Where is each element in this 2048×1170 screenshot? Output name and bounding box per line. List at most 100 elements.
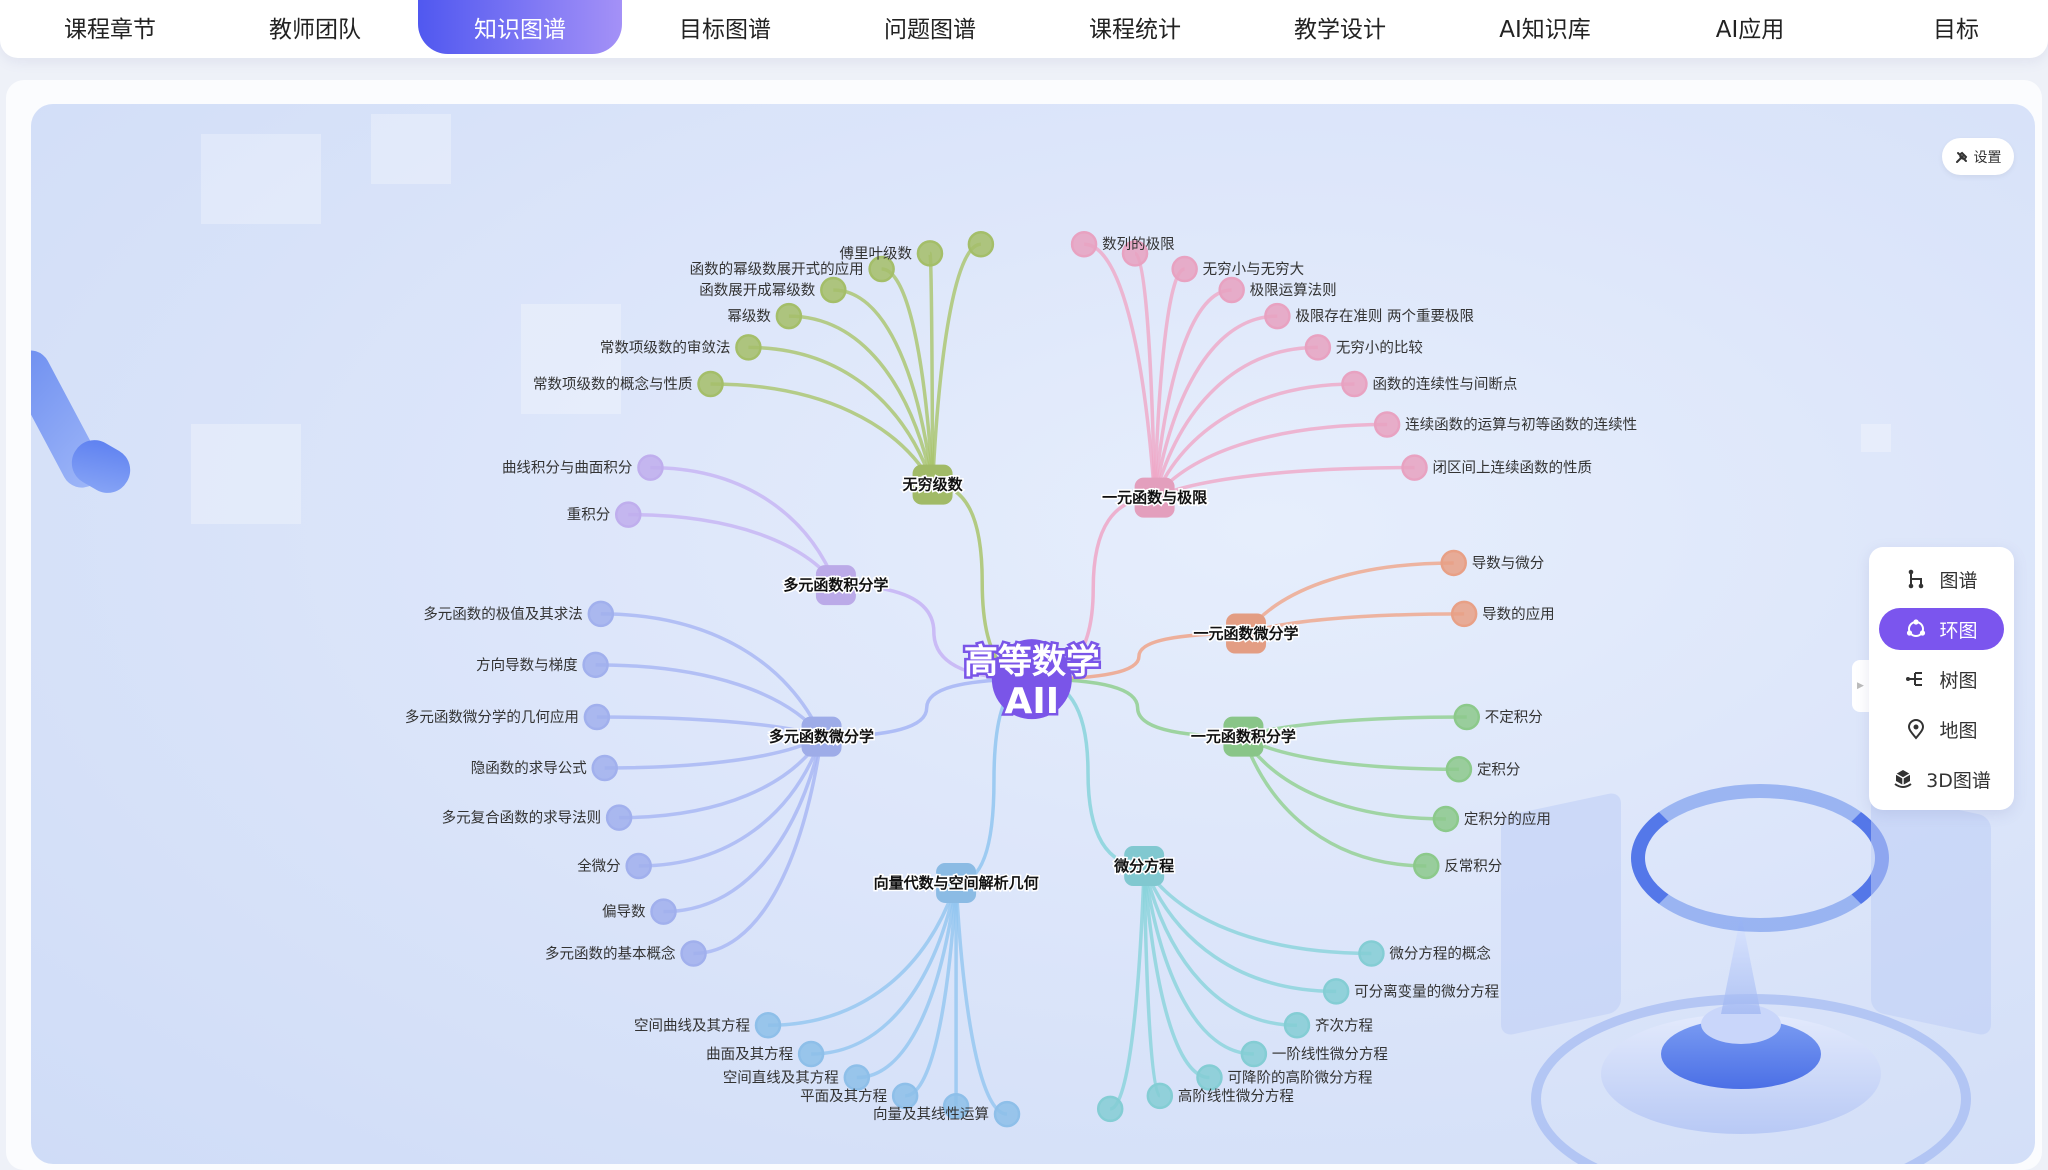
leaf-label[interactable]: 函数展开成幂级数 xyxy=(699,282,815,299)
view-graph[interactable]: 图谱 xyxy=(1879,558,2004,600)
leaf-node[interactable] xyxy=(967,230,995,258)
leaf-label[interactable]: 傅里叶级数 xyxy=(839,245,912,262)
tab-7[interactable]: 教学设计 xyxy=(1294,17,1386,43)
category-node[interactable] xyxy=(1226,613,1267,654)
leaf-node[interactable] xyxy=(1373,411,1401,438)
leaf-label[interactable]: 空间直线及其方程 xyxy=(723,1070,839,1087)
category-node[interactable] xyxy=(1124,845,1165,886)
leaf-label[interactable]: 平面及其方程 xyxy=(800,1088,887,1105)
leaf-node[interactable] xyxy=(1358,940,1385,967)
leaf-node[interactable] xyxy=(614,501,642,528)
leaf-label[interactable]: 数列的极限 xyxy=(1102,236,1175,253)
leaf-label[interactable]: 向量及其线性运算 xyxy=(873,1106,989,1123)
leaf-label[interactable]: 幂级数 xyxy=(727,308,771,325)
leaf-label[interactable]: 常数项级数的审敛法 xyxy=(600,339,731,356)
leaf-node[interactable] xyxy=(1445,756,1473,783)
leaf-node[interactable] xyxy=(605,804,633,831)
leaf-node[interactable] xyxy=(1240,1040,1268,1068)
category-label[interactable]: 微分方程 xyxy=(1112,855,1176,876)
tab-1[interactable]: 课程章节 xyxy=(64,17,156,43)
category-node[interactable] xyxy=(936,862,977,903)
leaf-label[interactable]: 反常积分 xyxy=(1444,858,1502,875)
leaf-node[interactable] xyxy=(1322,978,1350,1005)
leaf-label[interactable]: 齐次方程 xyxy=(1315,1017,1373,1034)
collapse-panel-handle[interactable]: ▶ xyxy=(1852,660,1869,712)
center-node[interactable] xyxy=(991,639,1072,720)
leaf-label[interactable]: 微分方程的概念 xyxy=(1389,944,1491,962)
leaf-label[interactable]: 偏导数 xyxy=(602,904,646,921)
leaf-node[interactable] xyxy=(891,1082,919,1110)
leaf-node[interactable] xyxy=(1453,703,1481,731)
leaf-node[interactable] xyxy=(1121,240,1149,267)
category-label[interactable]: 一元函数与极限 xyxy=(1101,487,1209,508)
leaf-label[interactable]: 导数的应用 xyxy=(1482,605,1555,623)
tab-5[interactable]: 问题图谱 xyxy=(884,17,976,43)
leaf-node[interactable] xyxy=(583,703,611,731)
category-label[interactable]: 多元函数积分学 xyxy=(782,575,890,596)
leaf-label[interactable]: 高阶线性微分方程 xyxy=(1178,1088,1294,1105)
leaf-node[interactable] xyxy=(1218,276,1245,304)
view-tree[interactable]: 树图 xyxy=(1879,658,2004,700)
leaf-node[interactable] xyxy=(1146,1082,1174,1110)
category-label[interactable]: 一元函数微分学 xyxy=(1192,623,1300,644)
view-3d[interactable]: 3D图谱 xyxy=(1879,758,2004,800)
leaf-node[interactable] xyxy=(843,1064,871,1091)
leaf-node[interactable] xyxy=(637,454,664,481)
tab-8[interactable]: AI知识库 xyxy=(1499,17,1591,43)
leaf-node[interactable] xyxy=(820,276,847,304)
category-node[interactable] xyxy=(1134,477,1175,518)
leaf-node[interactable] xyxy=(650,898,677,925)
leaf-label[interactable]: 函数的连续性与间断点 xyxy=(1372,376,1517,393)
leaf-node[interactable] xyxy=(587,600,615,628)
leaf-label[interactable]: 定积分 xyxy=(1477,761,1521,778)
leaf-node[interactable] xyxy=(1096,1095,1124,1123)
category-node[interactable] xyxy=(801,716,842,757)
leaf-label[interactable]: 无穷小的比较 xyxy=(1336,338,1423,356)
leaf-label[interactable]: 重积分 xyxy=(567,507,611,524)
tab-2[interactable]: 教师团队 xyxy=(269,17,361,43)
leaf-node[interactable] xyxy=(775,302,803,330)
leaf-label[interactable]: 极限存在准则 两个重要极限 xyxy=(1295,308,1474,325)
tab-9[interactable]: AI应用 xyxy=(1715,17,1785,43)
leaf-node[interactable] xyxy=(1450,600,1478,628)
leaf-label[interactable]: 可分离变量的微分方程 xyxy=(1354,983,1499,1000)
leaf-label[interactable]: 多元复合函数的求导法则 xyxy=(442,809,602,827)
category-node[interactable] xyxy=(815,565,856,606)
tab-6[interactable]: 课程统计 xyxy=(1089,17,1181,43)
view-map[interactable]: 地图 xyxy=(1879,708,2004,750)
leaf-node[interactable] xyxy=(582,651,609,679)
leaf-node[interactable] xyxy=(1264,302,1291,330)
leaf-label[interactable]: 闭区间上连续函数的性质 xyxy=(1433,460,1593,477)
leaf-node[interactable] xyxy=(591,754,618,782)
leaf-label[interactable]: 曲面及其方程 xyxy=(706,1046,793,1063)
leaf-node[interactable] xyxy=(1070,230,1098,258)
leaf-label[interactable]: 多元函数微分学的几何应用 xyxy=(405,708,579,726)
leaf-node[interactable] xyxy=(916,240,944,267)
leaf-node[interactable] xyxy=(1283,1012,1311,1039)
tab-4[interactable]: 目标图谱 xyxy=(679,17,771,43)
leaf-node[interactable] xyxy=(1171,255,1198,283)
leaf-label[interactable]: 可降阶的高阶微分方程 xyxy=(1227,1070,1372,1087)
leaf-node[interactable] xyxy=(942,1093,970,1120)
leaf-node[interactable] xyxy=(754,1012,782,1039)
leaf-node[interactable] xyxy=(1432,805,1460,833)
leaf-label[interactable]: 空间曲线及其方程 xyxy=(634,1017,750,1034)
category-label[interactable]: 无穷级数 xyxy=(900,474,965,495)
tab-10[interactable]: 目标 xyxy=(1933,17,1979,43)
leaf-label[interactable]: 一阶线性微分方程 xyxy=(1272,1046,1388,1063)
leaf-label[interactable]: 定积分的应用 xyxy=(1464,810,1551,828)
leaf-node[interactable] xyxy=(797,1040,825,1068)
leaf-node[interactable] xyxy=(868,255,895,283)
leaf-label[interactable]: 全微分 xyxy=(577,857,621,875)
view-ring[interactable]: 环图 xyxy=(1879,608,2004,650)
leaf-label[interactable]: 导数与微分 xyxy=(1472,555,1545,572)
leaf-label[interactable]: 不定积分 xyxy=(1485,709,1543,726)
leaf-label[interactable]: 常数项级数的概念与性质 xyxy=(533,375,693,393)
category-label[interactable]: 向量代数与空间解析几何 xyxy=(872,872,1040,893)
leaf-node[interactable] xyxy=(697,370,724,398)
leaf-node[interactable] xyxy=(1401,454,1428,481)
leaf-node[interactable] xyxy=(735,334,762,361)
leaf-node[interactable] xyxy=(1196,1064,1223,1091)
leaf-node[interactable] xyxy=(680,940,707,967)
category-node[interactable] xyxy=(912,464,953,505)
